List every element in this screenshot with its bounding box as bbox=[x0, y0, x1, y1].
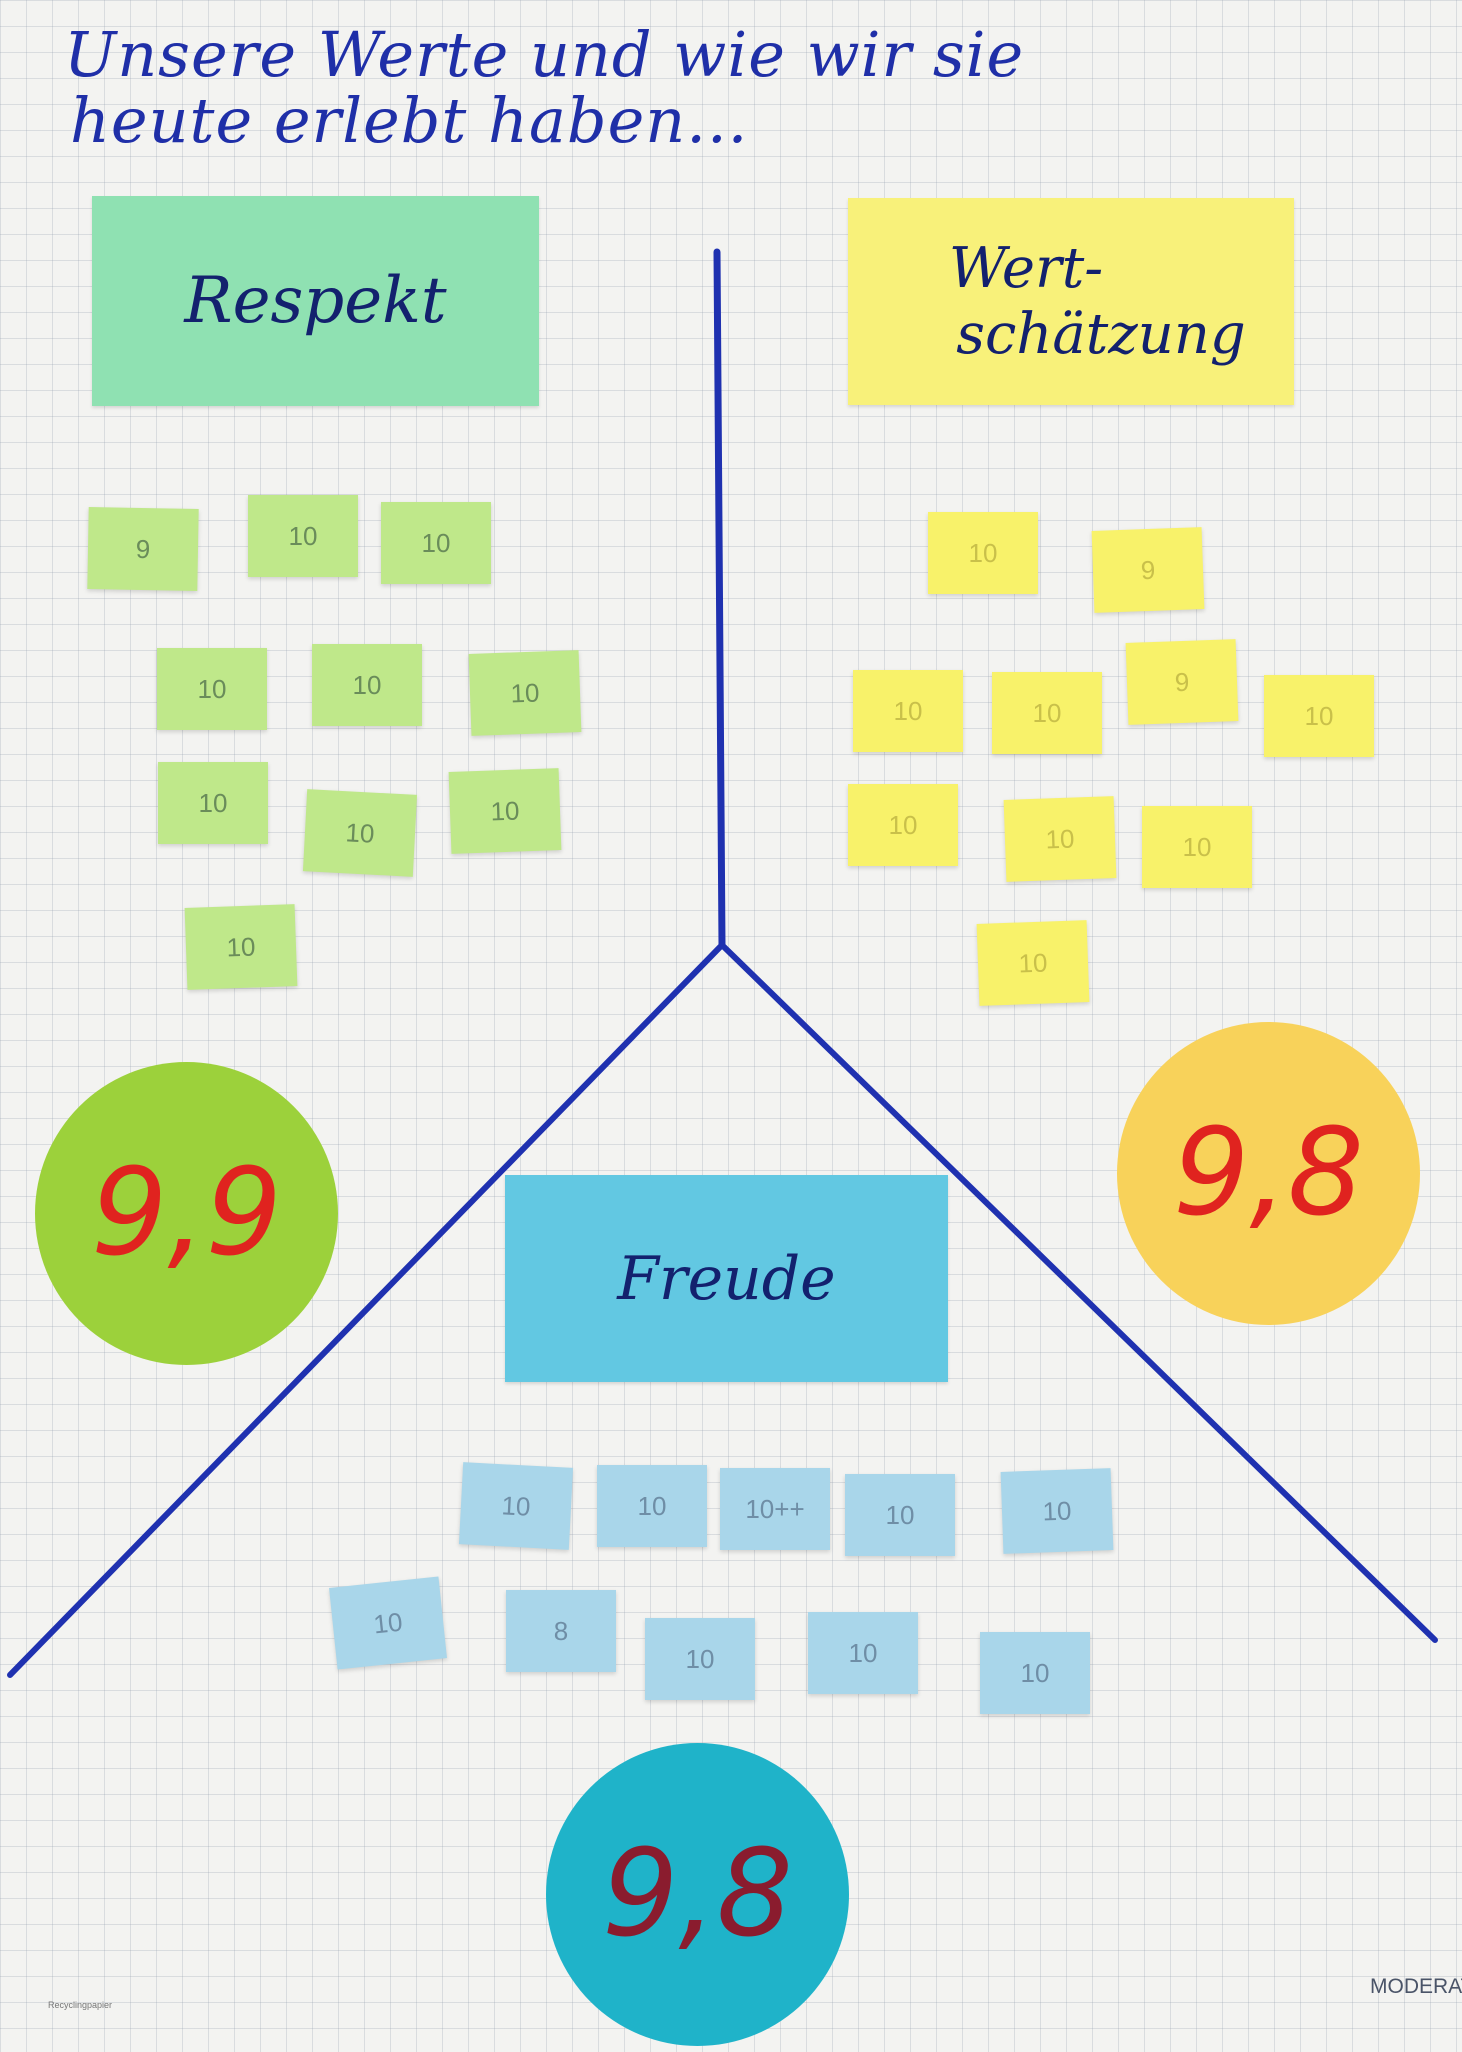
respekt-score-circle: 9,9 bbox=[35, 1062, 338, 1365]
freude-note: 10 bbox=[645, 1618, 755, 1700]
respekt-note: 10 bbox=[248, 495, 358, 577]
freude-note: 10 bbox=[845, 1474, 955, 1556]
freude-note: 10 bbox=[329, 1576, 447, 1670]
freude-note: 8 bbox=[506, 1590, 616, 1672]
wertschaetzung-note: 10 bbox=[848, 784, 958, 866]
respekt-card: Respekt bbox=[92, 196, 539, 406]
wertschaetzung-score: 9,8 bbox=[1173, 1104, 1364, 1243]
title-line-1: Unsere Werte und wie wir sie bbox=[64, 18, 1025, 91]
divider-vertical bbox=[713, 248, 726, 949]
wertschaetzung-note: 10 bbox=[1264, 675, 1374, 757]
respekt-score: 9,9 bbox=[91, 1144, 282, 1283]
respekt-label: Respekt bbox=[184, 264, 447, 338]
respekt-note: 9 bbox=[87, 507, 199, 591]
wertschaetzung-note: 10 bbox=[992, 672, 1102, 754]
wertschaetzung-label-line2: schätzung bbox=[956, 301, 1246, 367]
respekt-note: 10 bbox=[448, 768, 562, 854]
paper-label: Recyclingpapier bbox=[48, 2000, 113, 2010]
freude-card: Freude bbox=[505, 1175, 948, 1382]
freude-note: 10 bbox=[808, 1612, 918, 1694]
respekt-note: 10 bbox=[158, 762, 268, 844]
wertschaetzung-card: Wert- schätzung bbox=[848, 198, 1294, 405]
freude-score-circle: 9,8 bbox=[546, 1743, 849, 2046]
wertschaetzung-note: 10 bbox=[976, 920, 1090, 1006]
moderation-logo: MODERATION bbox=[1370, 1975, 1462, 1998]
wertschaetzung-note: 10 bbox=[928, 512, 1038, 594]
freude-note: 10 bbox=[980, 1632, 1090, 1714]
respekt-note: 10 bbox=[184, 904, 298, 990]
divider-right bbox=[719, 942, 1438, 1643]
wertschaetzung-label-line1: Wert- bbox=[948, 235, 1104, 301]
wertschaetzung-note: 10 bbox=[1142, 806, 1252, 888]
freude-score: 9,8 bbox=[602, 1825, 793, 1964]
wertschaetzung-note: 9 bbox=[1125, 639, 1239, 725]
freude-note: 10 bbox=[458, 1462, 574, 1550]
respekt-note: 10 bbox=[157, 648, 267, 730]
freude-note: 10 bbox=[597, 1465, 707, 1547]
wertschaetzung-note: 10 bbox=[853, 670, 963, 752]
respekt-note: 10 bbox=[302, 789, 418, 877]
wertschaetzung-note: 9 bbox=[1091, 527, 1205, 613]
respekt-note: 10 bbox=[468, 650, 582, 736]
freude-label: Freude bbox=[617, 1243, 836, 1314]
respekt-note: 10 bbox=[312, 644, 422, 726]
page-title: Unsere Werte und wie wir sie heute erleb… bbox=[64, 22, 1364, 154]
wertschaetzung-note: 10 bbox=[1003, 796, 1117, 882]
freude-note: 10 bbox=[1000, 1468, 1114, 1554]
wertschaetzung-score-circle: 9,8 bbox=[1117, 1022, 1420, 1325]
divider-left bbox=[7, 942, 725, 1678]
title-line-2: heute erlebt haben... bbox=[70, 84, 749, 157]
freude-note: 10++ bbox=[720, 1468, 830, 1550]
respekt-note: 10 bbox=[381, 502, 491, 584]
